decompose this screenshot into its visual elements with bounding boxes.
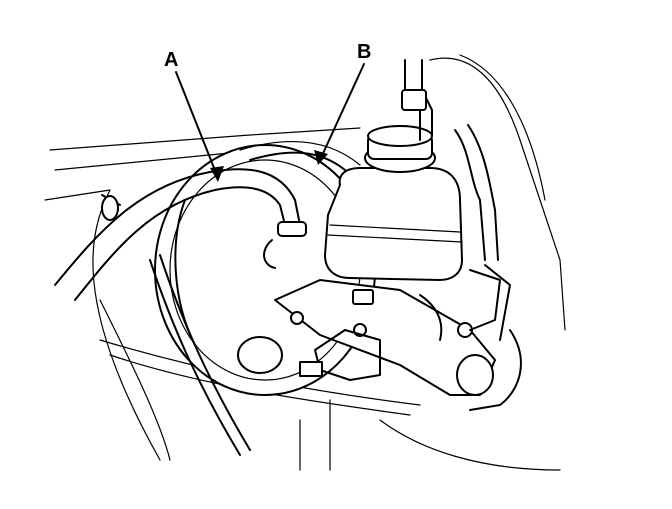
brake-lines <box>149 59 522 456</box>
master-cylinder <box>274 279 496 396</box>
arrowhead-b <box>314 150 328 165</box>
brake-fluid-reservoir <box>324 125 463 281</box>
callout-label-b: B <box>357 41 372 63</box>
callout-label-a: A <box>164 49 179 71</box>
vacuum-hose <box>54 168 307 301</box>
callout-leaders <box>175 63 365 182</box>
arrowhead-a <box>210 166 224 182</box>
